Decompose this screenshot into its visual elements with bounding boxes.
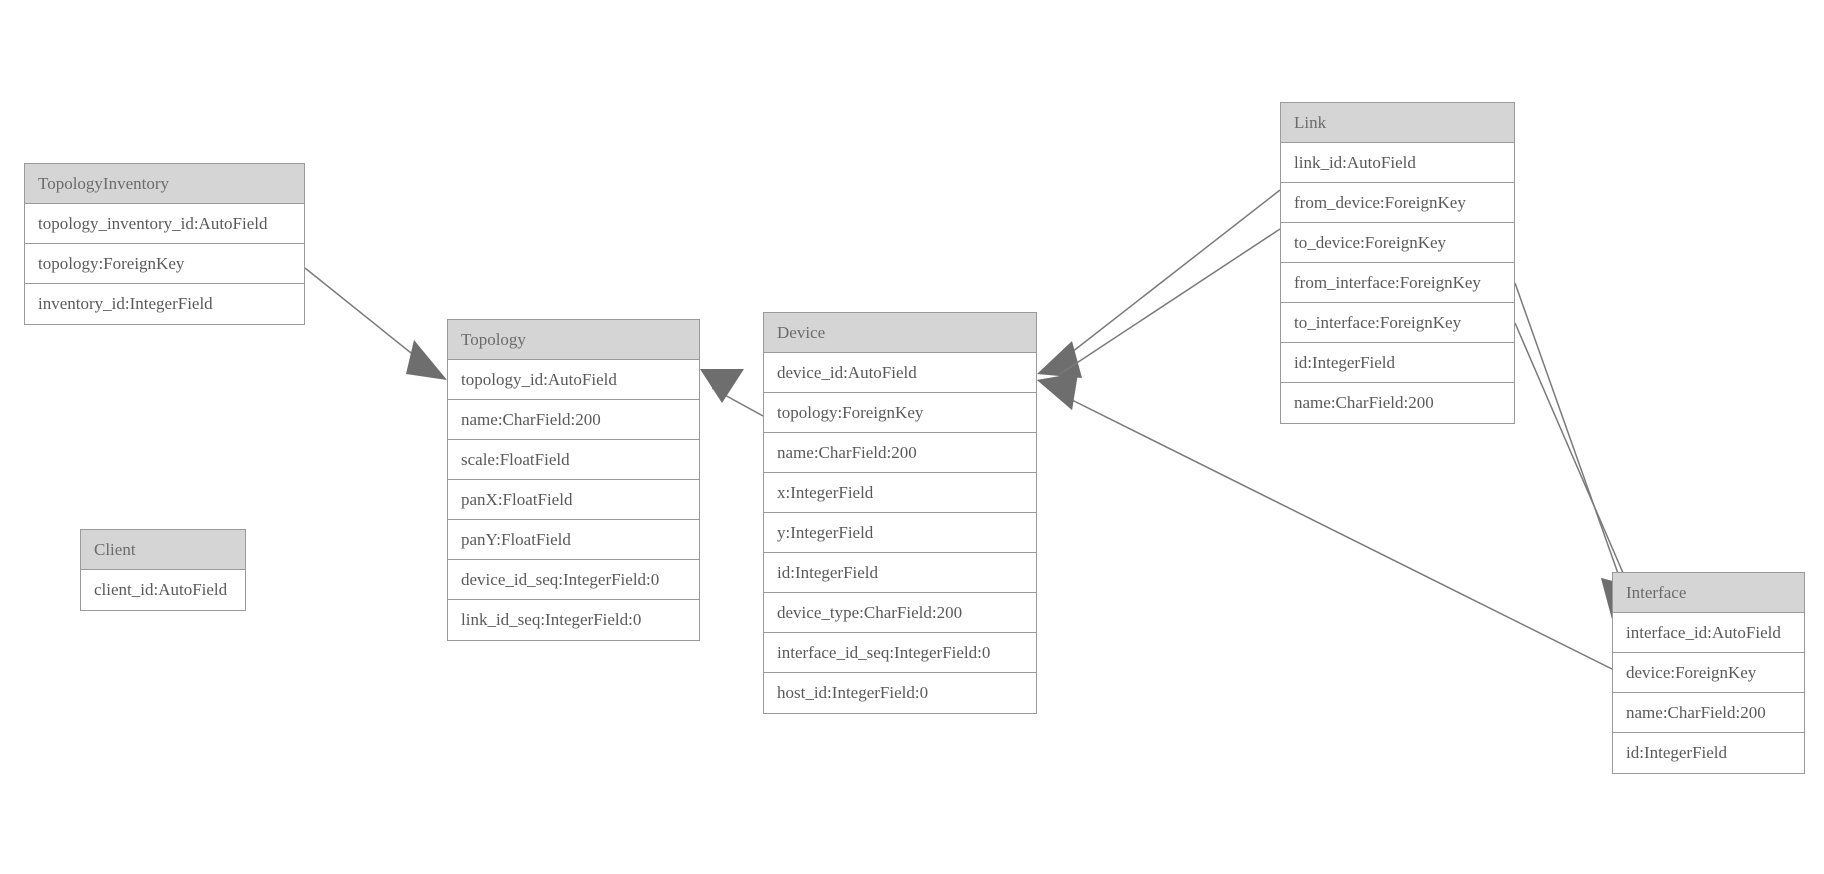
entity-field-row[interactable]: id:IntegerField: [1613, 733, 1804, 773]
entity-field-row[interactable]: to_device:ForeignKey: [1281, 223, 1514, 263]
entity-title-topology: Topology: [448, 320, 699, 360]
entity-title-topology_inventory: TopologyInventory: [25, 164, 304, 204]
entity-field-row[interactable]: interface_id_seq:IntegerField:0: [764, 633, 1036, 673]
entity-title-interface: Interface: [1613, 573, 1804, 613]
entity-field-row[interactable]: name:CharField:200: [448, 400, 699, 440]
entity-field-row[interactable]: y:IntegerField: [764, 513, 1036, 553]
entity-field-row[interactable]: id:IntegerField: [1281, 343, 1514, 383]
entity-title-link: Link: [1281, 103, 1514, 143]
entity-field-row[interactable]: device_id_seq:IntegerField:0: [448, 560, 699, 600]
entity-title-client: Client: [81, 530, 245, 570]
entity-field-row[interactable]: scale:FloatField: [448, 440, 699, 480]
entity-field-row[interactable]: topology:ForeignKey: [764, 393, 1036, 433]
entity-field-row[interactable]: link_id:AutoField: [1281, 143, 1514, 183]
entity-field-row[interactable]: interface_id:AutoField: [1613, 613, 1804, 653]
entity-field-row[interactable]: host_id:IntegerField:0: [764, 673, 1036, 713]
edge-link-to-device: [1037, 228, 1281, 410]
entity-field-row[interactable]: panY:FloatField: [448, 520, 699, 560]
edge-link-from-interface: [1514, 282, 1639, 619]
edge-topologyinventory-topology: [304, 267, 447, 380]
entity-field-row[interactable]: device_type:CharField:200: [764, 593, 1036, 633]
entity-field-row[interactable]: name:CharField:200: [764, 433, 1036, 473]
entity-field-row[interactable]: x:IntegerField: [764, 473, 1036, 513]
edge-link-from-device: [1037, 189, 1281, 378]
entity-field-row[interactable]: topology:ForeignKey: [25, 244, 304, 284]
entity-field-row[interactable]: client_id:AutoField: [81, 570, 245, 610]
entity-field-row[interactable]: from_device:ForeignKey: [1281, 183, 1514, 223]
entity-field-row[interactable]: name:CharField:200: [1281, 383, 1514, 423]
entity-field-row[interactable]: from_interface:ForeignKey: [1281, 263, 1514, 303]
entity-field-row[interactable]: topology_id:AutoField: [448, 360, 699, 400]
entity-field-row[interactable]: panX:FloatField: [448, 480, 699, 520]
entity-field-row[interactable]: to_interface:ForeignKey: [1281, 303, 1514, 343]
entity-field-row[interactable]: device_id:AutoField: [764, 353, 1036, 393]
edge-device-topology: [700, 369, 764, 417]
entity-field-row[interactable]: name:CharField:200: [1613, 693, 1804, 733]
entity-field-row[interactable]: inventory_id:IntegerField: [25, 284, 304, 324]
entity-field-row[interactable]: id:IntegerField: [764, 553, 1036, 593]
entity-title-device: Device: [764, 313, 1036, 353]
entity-field-row[interactable]: topology_inventory_id:AutoField: [25, 204, 304, 244]
entity-field-row[interactable]: link_id_seq:IntegerField:0: [448, 600, 699, 640]
entity-field-row[interactable]: device:ForeignKey: [1613, 653, 1804, 693]
